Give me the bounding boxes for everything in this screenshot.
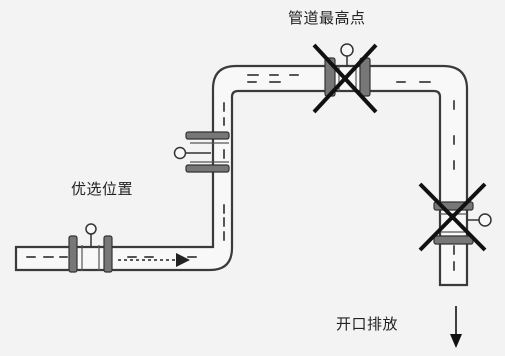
- drain-arrow: [450, 306, 462, 348]
- pipe-body: [14, 64, 469, 287]
- preferred-position-label: 优选位置: [71, 180, 134, 198]
- flow-dashes: [26, 74, 455, 271]
- not-recommended-cross-outlet: [418, 182, 487, 252]
- highest-point-label: 管道最高点: [288, 9, 366, 27]
- preferred-vertical-meter: [173, 131, 230, 173]
- not-recommended-cross-top: [312, 43, 378, 114]
- open-drain-label: 开口排放: [336, 315, 399, 333]
- horizontal-meter: [68, 223, 113, 273]
- flow-arrow: [118, 253, 190, 267]
